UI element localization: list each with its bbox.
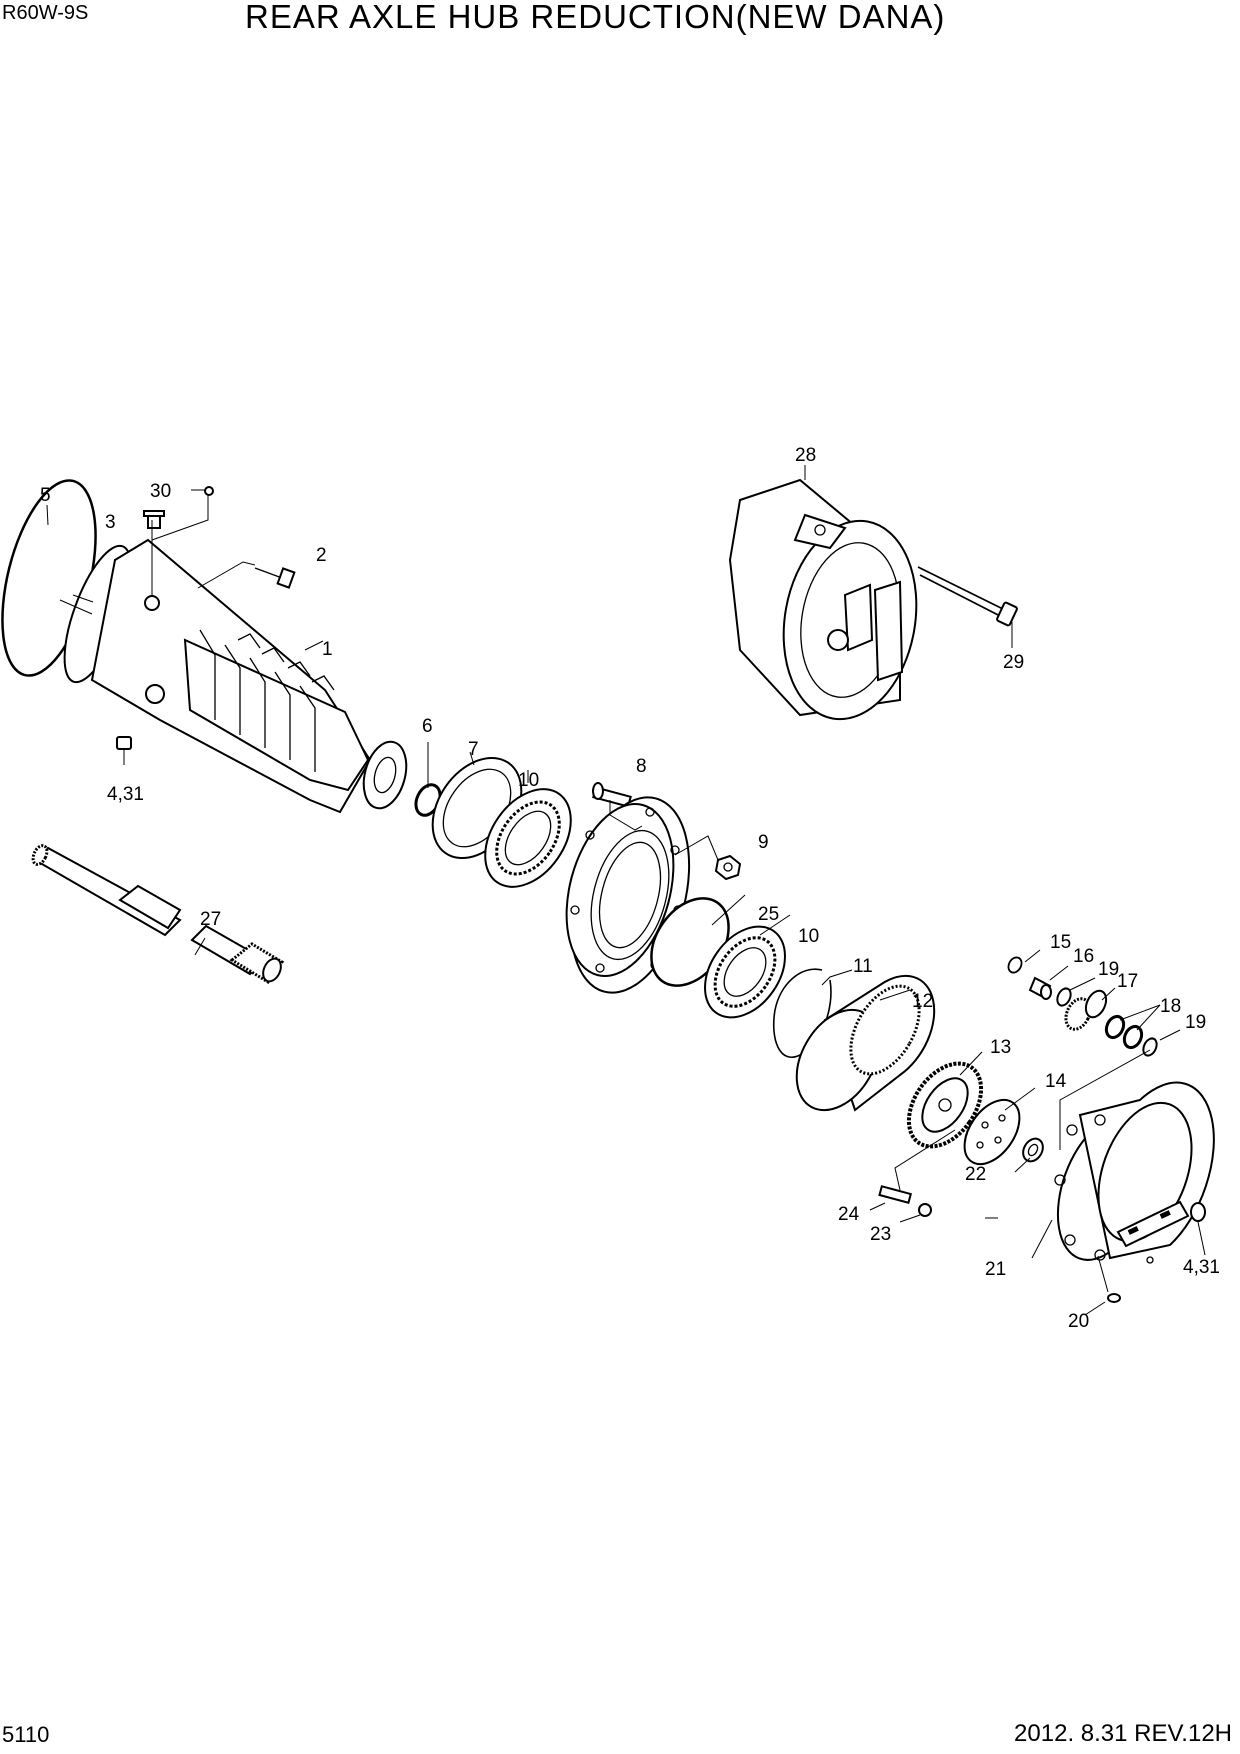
callout-9: 9 — [758, 832, 769, 853]
part-16-planet-pin[interactable] — [1028, 976, 1052, 1000]
part-14-retainer-plate[interactable] — [953, 1090, 1030, 1174]
callout-20: 20 — [1068, 1311, 1089, 1332]
part-4-31-plug-left[interactable] — [116, 736, 132, 750]
callout-4-31-right: 4,31 — [1183, 1257, 1220, 1278]
part-21-planet-carrier[interactable] — [1040, 1081, 1215, 1273]
callout-10-a: 10 — [518, 770, 539, 791]
part-9-wheel-nut[interactable] — [714, 854, 742, 881]
part-19-thrust-washer-a[interactable] — [1055, 986, 1073, 1007]
part-23-bolt[interactable] — [918, 1203, 932, 1217]
callout-28: 28 — [795, 445, 816, 466]
callout-21: 21 — [985, 1259, 1006, 1280]
part-2-bolt[interactable] — [254, 567, 296, 589]
callout-25: 25 — [758, 904, 779, 925]
callout-5: 5 — [40, 485, 51, 506]
part-18-needle-bearing[interactable] — [1103, 1014, 1145, 1051]
part-10-bearing-inner[interactable] — [468, 773, 589, 903]
callout-labels: 5 30 3 2 1 4,31 6 7 10 8 9 27 25 10 11 1… — [40, 445, 1220, 1332]
page-number: 5110 — [2, 1722, 50, 1747]
callout-14: 14 — [1045, 1071, 1067, 1092]
part-12-ring-gear[interactable] — [780, 974, 936, 1124]
callout-29: 29 — [1003, 652, 1024, 673]
page-title: REAR AXLE HUB REDUCTION(NEW DANA) — [245, 0, 946, 35]
callout-24: 24 — [838, 1204, 860, 1225]
part-19-thrust-washer-b[interactable] — [1141, 1036, 1159, 1057]
model-code: R60W-9S — [2, 2, 89, 24]
callout-15: 15 — [1050, 932, 1071, 953]
leader-lines — [46, 465, 1206, 1316]
callout-4-31-left: 4,31 — [107, 784, 144, 805]
callout-27: 27 — [200, 909, 221, 930]
callout-16: 16 — [1073, 946, 1094, 967]
part-30-fitting[interactable] — [204, 486, 214, 496]
callout-19-b: 19 — [1185, 1012, 1206, 1033]
callout-19-a: 19 — [1098, 959, 1119, 980]
part-28-axle-center-housing[interactable] — [728, 478, 931, 730]
part-24-stud[interactable] — [878, 1185, 913, 1204]
callout-23: 23 — [870, 1224, 891, 1245]
part-20-screw[interactable] — [1107, 1293, 1121, 1303]
callout-13: 13 — [990, 1037, 1011, 1058]
part-8-wheel-stud[interactable] — [592, 782, 632, 808]
callout-6: 6 — [422, 716, 433, 737]
callout-7: 7 — [468, 739, 479, 760]
part-15-snap-ring[interactable] — [1006, 955, 1024, 975]
callout-1: 1 — [322, 639, 333, 660]
revision-date: 2012. 8.31 REV.12H — [1014, 1720, 1232, 1747]
callout-17: 17 — [1117, 971, 1138, 992]
part-13-gear-hub[interactable] — [894, 1050, 996, 1160]
part-29-bolt[interactable] — [917, 566, 1018, 627]
callout-10-b: 10 — [798, 926, 819, 947]
callout-8: 8 — [636, 756, 647, 777]
part-3-plug[interactable] — [143, 510, 165, 529]
callout-22: 22 — [965, 1164, 986, 1185]
callout-30: 30 — [150, 481, 171, 502]
part-10-bearing-outer[interactable] — [688, 912, 801, 1033]
part-22-thrust-washer[interactable] — [1019, 1135, 1047, 1165]
callout-3: 3 — [105, 512, 116, 533]
part-27-axle-shaft[interactable] — [30, 843, 285, 985]
callout-11: 11 — [853, 956, 873, 977]
callout-18: 18 — [1160, 996, 1181, 1017]
part-17-planet-gear[interactable] — [1061, 988, 1110, 1034]
callout-12: 12 — [912, 991, 933, 1012]
part-4-31-plug-right[interactable] — [1190, 1202, 1206, 1222]
part-1-axle-housing[interactable] — [51, 538, 413, 814]
callout-2: 2 — [316, 545, 327, 566]
